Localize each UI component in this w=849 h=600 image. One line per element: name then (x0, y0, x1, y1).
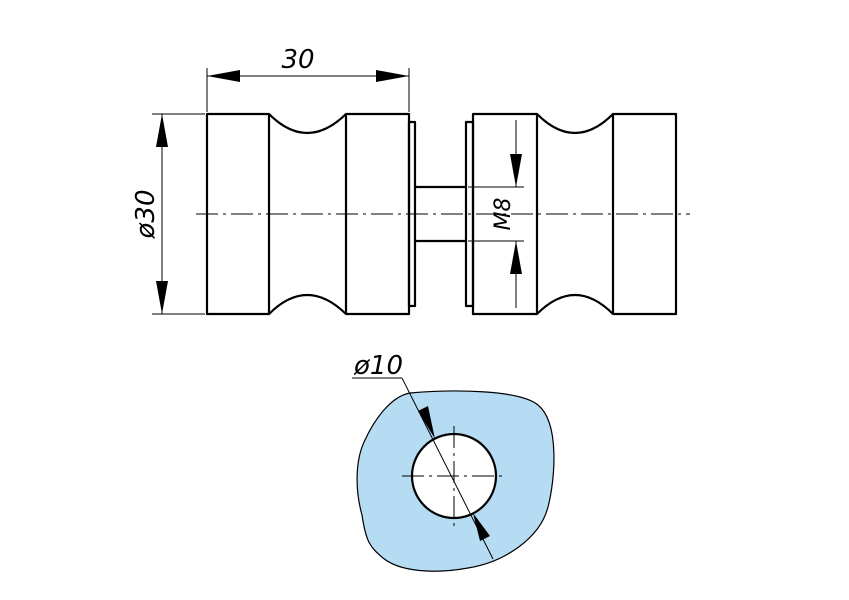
threaded-stud (415, 185, 466, 243)
diameter-arrow-bottom (156, 281, 168, 314)
right-knob (464, 112, 678, 316)
length-label: 30 (281, 45, 314, 75)
diameter-arrow-top (156, 114, 168, 147)
outer-diameter-label: ø30 (131, 190, 161, 240)
dimension-hole-diameter: ø10 (352, 351, 494, 560)
length-arrow-left (207, 70, 240, 82)
right-knob-body (471, 112, 678, 316)
dimension-length: 30 (206, 45, 410, 112)
hole-diameter-arrow-top (418, 406, 435, 439)
section-view (356, 390, 555, 572)
left-knob-body (205, 112, 411, 316)
thread-arrow-top (510, 154, 522, 187)
length-arrow-right (376, 70, 409, 82)
hole-diameter-arrow-bottom (473, 513, 490, 541)
thread-arrow-bottom (510, 241, 522, 274)
dimension-outer-diameter: ø30 (131, 113, 205, 315)
dimension-thread: M8 (468, 120, 524, 308)
thread-label: M8 (491, 198, 516, 231)
hole-diameter-label: ø10 (353, 351, 403, 381)
